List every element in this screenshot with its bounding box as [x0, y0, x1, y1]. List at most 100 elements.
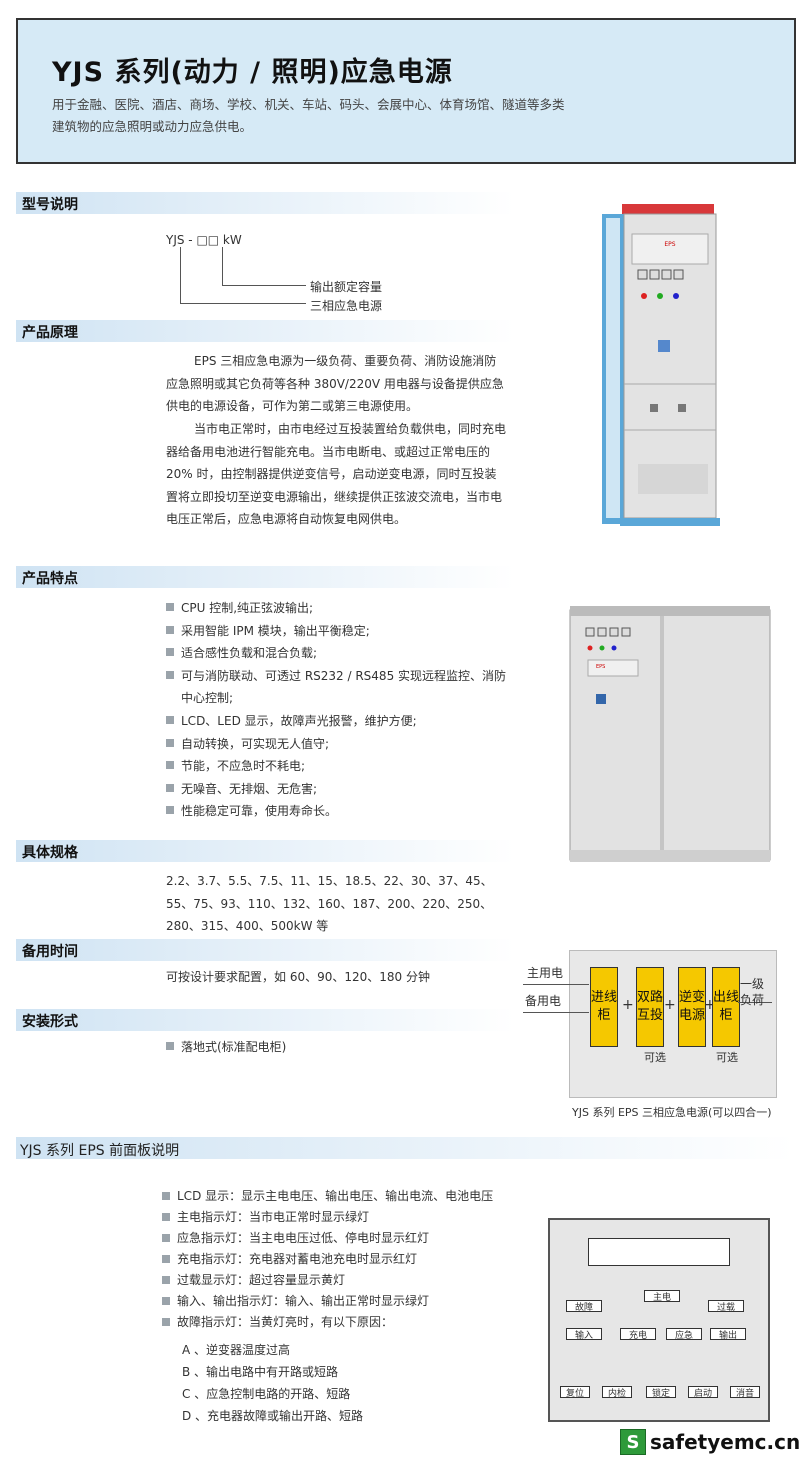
bullet-icon — [166, 761, 174, 770]
inverter-box: 逆变电源 — [678, 967, 706, 1047]
optional-label: 可选 — [644, 1051, 666, 1064]
fault-causes-list: A 、逆变器温度过高 B 、输出电路中有开路或短路 C 、应急控制电路的开路、短… — [182, 1339, 363, 1427]
bullet-icon — [166, 715, 174, 724]
output-arrow — [738, 1002, 772, 1003]
panel-button: 消音 — [730, 1386, 760, 1399]
optional-label: 可选 — [716, 1051, 738, 1064]
bullet-icon — [162, 1192, 170, 1200]
section-bar-model — [16, 192, 514, 214]
panel-item: 充电指示灯：充电器对蓄电池充电时显示红灯 — [162, 1249, 542, 1270]
panel-indicator: 故障 — [566, 1300, 602, 1313]
outgoing-cabinet-box: 出线柜 — [712, 967, 740, 1047]
model-label-type: 三相应急电源 — [310, 299, 383, 313]
dual-switch-box: 双路互投 — [636, 967, 664, 1047]
backup-power-arrow — [523, 1012, 589, 1013]
feature-item: 节能，不应急时不耗电; — [166, 755, 511, 778]
model-connector-line — [180, 303, 306, 304]
bullet-icon — [162, 1297, 170, 1305]
section-title-panel: YJS 系列 EPS 前面板说明 — [20, 1143, 180, 1159]
bullet-icon — [162, 1318, 170, 1326]
feature-item: 适合感性负载和混合负载; — [166, 642, 511, 665]
svg-text:EPS: EPS — [596, 664, 605, 670]
model-connector-line — [222, 247, 223, 285]
model-connector-line — [180, 247, 181, 303]
section-title-backup: 备用时间 — [22, 944, 78, 960]
install-item: 落地式(标准配电柜) — [166, 1036, 286, 1059]
feature-item: 可与消防联动、可透过 RS232 / RS485 实现远程监控、消防中心控制; — [166, 665, 511, 710]
panel-indicator: 输出 — [710, 1328, 746, 1341]
panel-item: 故障指示灯：当黄灯亮时，有以下原因： — [162, 1312, 542, 1333]
panel-button: 锁定 — [646, 1386, 676, 1399]
cabinet-image-double: EPS — [566, 600, 778, 872]
bullet-icon — [162, 1276, 170, 1284]
bullet-icon — [166, 625, 174, 634]
panel-item: 过载显示灯：超过容量显示黄灯 — [162, 1270, 542, 1291]
principle-paragraph-2: 当市电正常时，由市电经过互投装置给负载供电，同时充电器给备用电池进行智能充电。当… — [166, 422, 507, 527]
header-box — [16, 18, 796, 164]
bullet-icon — [166, 1042, 174, 1050]
incoming-cabinet-box: 进线柜 — [590, 967, 618, 1047]
main-power-label: 主用电 — [527, 966, 564, 980]
site-brand: S safetyemc.cn — [620, 1429, 800, 1455]
bullet-icon — [166, 670, 174, 679]
brand-logo-icon: S — [620, 1429, 646, 1455]
section-bar-features — [16, 566, 514, 588]
panel-indicator: 过载 — [708, 1300, 744, 1313]
panel-indicator: 应急 — [666, 1328, 702, 1341]
panel-button: 启动 — [688, 1386, 718, 1399]
load-label: 一级负荷 — [740, 977, 765, 1007]
panel-button: 内检 — [602, 1386, 632, 1399]
cabinet-image-single: EPS — [598, 204, 720, 529]
backup-text: 可按设计要求配置，如 60、90、120、180 分钟 — [166, 970, 430, 984]
feature-item: 无噪音、无排烟、无危害; — [166, 778, 511, 801]
brand-text: safetyemc.cn — [650, 1430, 800, 1454]
feature-item: 性能稳定可靠，使用寿命长。 — [166, 800, 511, 823]
panel-button: 复位 — [560, 1386, 590, 1399]
panel-item: 输入、输出指示灯：输入、输出正常时显示绿灯 — [162, 1291, 542, 1312]
section-title-install: 安装形式 — [22, 1014, 78, 1030]
section-title-principle: 产品原理 — [22, 325, 78, 341]
feature-list: CPU 控制,纯正弦波输出; 采用智能 IPM 模块，输出平衡稳定; 适合感性负… — [166, 597, 511, 823]
main-power-arrow — [523, 984, 589, 985]
plus-icon: + — [664, 997, 676, 1013]
backup-power-label: 备用电 — [525, 994, 562, 1008]
section-bar-principle — [16, 320, 514, 342]
plus-icon: + — [622, 997, 634, 1013]
bullet-icon — [162, 1234, 170, 1242]
panel-indicator: 充电 — [620, 1328, 656, 1341]
bullet-icon — [166, 738, 174, 747]
feature-item: CPU 控制,纯正弦波输出; — [166, 597, 511, 620]
bullet-icon — [166, 648, 174, 657]
eps-flow-diagram: 进线柜 + 双路互投 + 逆变电源 + 出线柜 可选 可选 — [569, 950, 777, 1098]
plus-icon: + — [704, 997, 716, 1013]
panel-description-list: LCD 显示：显示主电电压、输出电压、输出电流、电池电压 主电指示灯：当市电正常… — [162, 1186, 542, 1333]
lcd-display — [588, 1238, 730, 1266]
page-title: YJS 系列(动力 / 照明)应急电源 — [52, 57, 453, 88]
model-connector-line — [222, 285, 306, 286]
diagram-caption: YJS 系列 EPS 三相应急电源(可以四合一) — [572, 1106, 772, 1119]
fault-cause: D 、充电器故障或输出开路、短路 — [182, 1409, 364, 1423]
bullet-icon — [166, 783, 174, 792]
panel-item: LCD 显示：显示主电电压、输出电压、输出电流、电池电压 — [162, 1186, 542, 1207]
svg-text:EPS: EPS — [664, 241, 675, 248]
section-title-features: 产品特点 — [22, 571, 78, 587]
panel-item: 主电指示灯：当市电正常时显示绿灯 — [162, 1207, 542, 1228]
panel-item: 应急指示灯：当主电电压过低、停电时显示红灯 — [162, 1228, 542, 1249]
header-description: 用于金融、医院、酒店、商场、学校、机关、车站、码头、会展中心、体育场馆、隧道等多… — [52, 97, 565, 134]
bullet-icon — [166, 603, 174, 611]
bullet-icon — [162, 1213, 170, 1221]
bullet-icon — [162, 1255, 170, 1263]
section-bar-backup — [16, 939, 514, 961]
bullet-icon — [166, 806, 174, 815]
section-title-specs: 具体规格 — [22, 845, 78, 861]
specs-text: 2.2、3.7、5.5、7.5、11、15、18.5、22、30、37、45、5… — [166, 874, 493, 934]
principle-paragraph-1: EPS 三相应急电源为一级负荷、重要负荷、消防设施消防应急照明或其它负荷等各种 … — [166, 354, 504, 414]
section-bar-panel — [16, 1137, 794, 1159]
model-label-capacity: 输出额定容量 — [310, 280, 383, 294]
fault-cause: A 、逆变器温度过高 — [182, 1343, 291, 1357]
feature-item: 自动转换，可实现无人值守; — [166, 733, 511, 756]
front-panel-drawing: 故障 主电 过载 输入 充电 应急 输出 复位 内检 锁定 启动 消音 — [548, 1218, 770, 1422]
panel-indicator: 主电 — [644, 1290, 680, 1303]
section-bar-specs — [16, 840, 514, 862]
fault-cause: C 、应急控制电路的开路、短路 — [182, 1387, 351, 1401]
